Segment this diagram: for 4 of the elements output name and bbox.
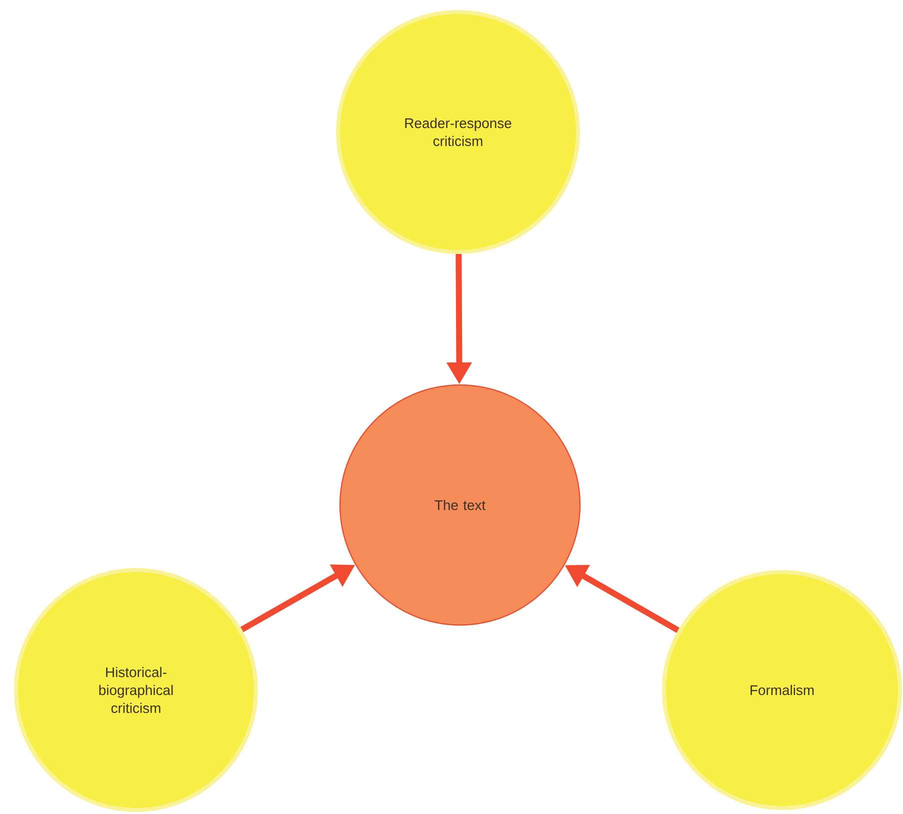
- circle-node: Reader-response criticism: [336, 10, 580, 254]
- circle-node: Formalism: [662, 570, 902, 810]
- circle-node: The text: [339, 384, 581, 626]
- circle-node: Historical-biographical criticism: [14, 568, 258, 812]
